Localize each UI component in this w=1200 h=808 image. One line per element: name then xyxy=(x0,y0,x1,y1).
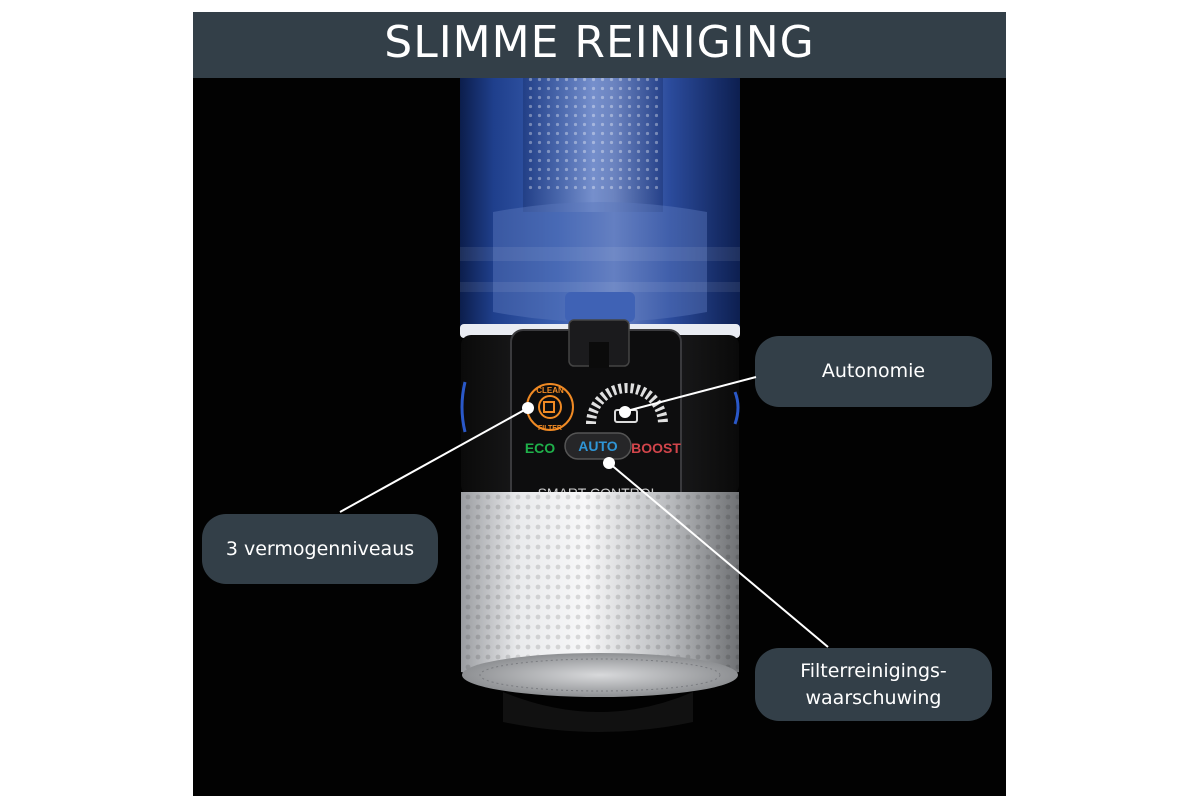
callout-filter-warning-line2: waarschuwing xyxy=(805,686,942,709)
title-bar: SLIMME REINIGING xyxy=(193,12,1006,78)
page-title: SLIMME REINIGING xyxy=(384,16,815,68)
eco-label: ECO xyxy=(525,440,555,456)
boost-label: BOOST xyxy=(631,440,681,456)
callout-power-levels: 3 vermogenniveaus xyxy=(202,514,438,584)
product-image-panel: SLIMME REINIGING xyxy=(193,12,1006,796)
callout-autonomy: Autonomie xyxy=(755,336,992,407)
callout-filter-warning: Filterreinigings- waarschuwing xyxy=(755,648,992,721)
auto-label: AUTO xyxy=(578,438,618,454)
callout-autonomy-text: Autonomie xyxy=(821,360,926,382)
clean-label: CLEAN xyxy=(536,386,564,395)
filter-label: FILTER xyxy=(538,425,562,432)
callout-filter-warning-line1: Filterreinigings- xyxy=(800,659,947,682)
callout-power-levels-text: 3 vermogenniveaus xyxy=(225,537,415,560)
